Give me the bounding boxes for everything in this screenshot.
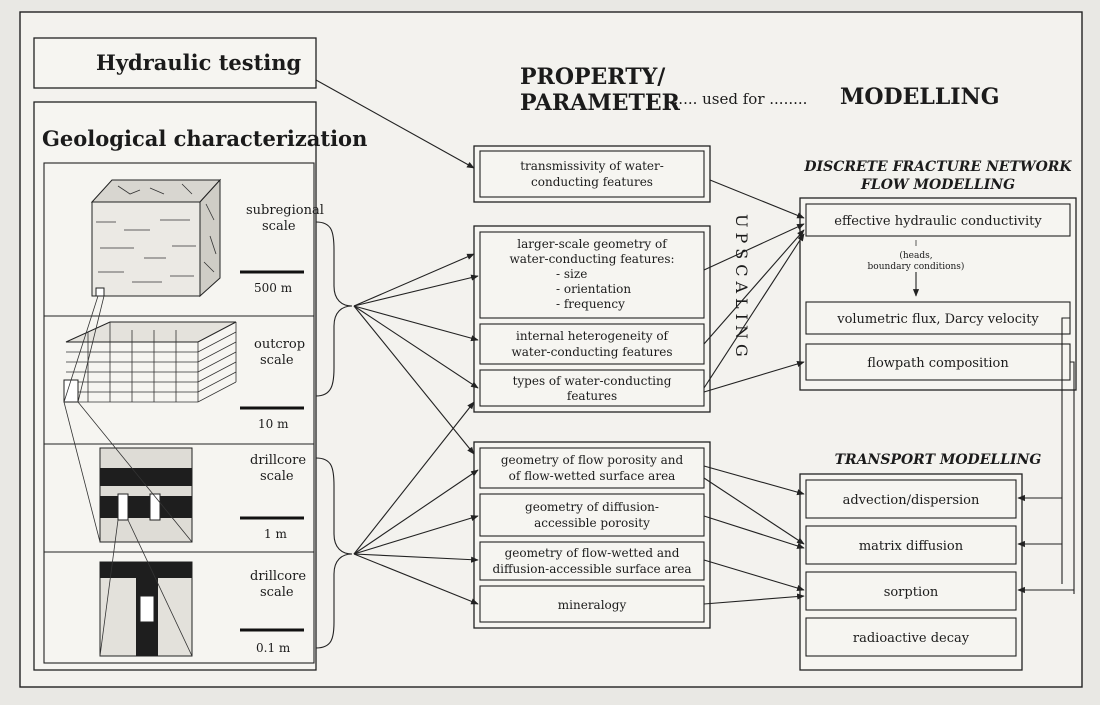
diffusion-porosity-line2: accessible porosity [534,516,650,530]
arrow-types-to-dfn [703,233,805,389]
arrow-transmissivity-to-dfn [709,179,805,219]
radioactive-decay-box [805,617,1017,657]
arrow-brace-to-geometry-2 [353,274,479,307]
transmissivity-line1: transmissivity of water- [520,159,664,173]
arrow-lower-to-mineralogy [353,553,479,605]
diffusion-porosity-box [479,493,705,537]
transmissivity-box [479,150,705,198]
types-box [479,369,705,407]
scale-bar-3-label: 1 m [264,527,287,541]
arrow-diffusion-to-matrix [703,515,805,549]
arrow-brace-to-heterogeneity [353,305,479,342]
arrow-flowporosity-to-advection [703,465,805,496]
flowpath-box [805,343,1071,381]
scale-1-line2: scale [262,219,296,234]
geometry-line2: water-conducting features: [509,252,674,266]
arrow-hydraulic-to-transmissivity [315,79,475,169]
volumetric-flux-box [805,301,1071,335]
volumetric-flux-label: volumetric flux, Darcy velocity [836,312,1039,327]
advection-label: advection/dispersion [843,493,980,508]
arrow-brace-to-types [353,305,479,389]
scale-3-line1: drillcore [250,453,306,468]
brace-lower [315,457,353,649]
zoom-line-2 [63,401,193,543]
feed-line-flux [1061,317,1070,584]
arrow-lower-to-types [353,401,475,555]
drillcore-2-illustration [99,561,193,657]
hydraulic-testing-label: Hydraulic testing [96,50,302,75]
arrow-lower-to-flow-wetted [353,553,479,563]
feed-line-flowpath [1070,361,1075,594]
brace-upper [315,221,353,397]
types-line2: features [567,389,617,403]
diffusion-porosity-line1: geometry of diffusion- [525,500,659,514]
scale-4-line1: drillcore [250,569,306,584]
arrow-lower-to-diffusion [353,515,479,555]
dfn-title-line2: FLOW MODELLING [860,177,1015,193]
sorption-box [805,571,1017,611]
header-property: PROPERTY/ [520,64,666,90]
flow-wetted-box [479,541,705,581]
geometry-size: - size [556,267,587,281]
flow-porosity-line1: geometry of flow porosity and [501,453,684,467]
zoom-line-3 [99,519,193,657]
zoom-line-1 [63,295,105,403]
types-line1: types of water-conducting [513,374,672,388]
flow-wetted-line1: geometry of flow-wetted and [505,546,680,560]
geometry-orientation: - orientation [556,282,631,296]
geometry-line1: larger-scale geometry of [517,237,668,251]
flow-porosity-box [479,447,705,489]
advection-box [805,479,1017,519]
radioactive-decay-label: radioactive decay [853,631,970,646]
flow-wetted-line2: diffusion-accessible surface area [492,562,691,576]
arrow-flowporosity-to-matrix [703,477,805,545]
larger-scale-geometry-box [479,231,705,319]
arrow-brace-to-geometry [353,253,475,307]
arrow-lower-to-flow-porosity [353,469,479,555]
arrow-brace-to-porosity [353,305,475,455]
sorption-label: sorption [884,585,939,600]
matrix-diffusion-box [805,525,1017,565]
outcrop-grid-illustration [63,321,237,403]
arrow-mineralogy-to-sorption [703,593,805,605]
hydraulic-testing-box [33,37,317,89]
scale-2-line2: scale [260,353,294,368]
arrow-geometry-to-dfn [703,223,805,271]
header-used-for: ....... used for ........ [664,90,807,108]
effective-conductivity-box [805,203,1071,237]
matrix-diffusion-label: matrix diffusion [859,539,964,554]
drillcore-1-illustration [99,447,193,543]
header-modelling: MODELLING [840,84,1000,110]
heterogeneity-line2: water-conducting features [511,345,672,359]
geometry-frequency: - frequency [556,297,625,311]
heterogeneity-line1: internal heterogeneity of [516,329,670,343]
arrow-heterogeneity-to-dfn [703,229,805,345]
transport-title: TRANSPORT MODELLING [835,452,1042,468]
dfn-title-line1: DISCRETE FRACTURE NETWORK [803,159,1072,175]
heads-line1: (heads, [899,250,932,261]
connector-arrows [315,79,1075,605]
scale-3-line2: scale [260,469,294,484]
scale-bar-1-label: 500 m [254,281,293,295]
arrow-flowwetted-to-sorption [703,559,805,591]
mineralogy-label: mineralogy [558,598,627,612]
subregional-block-illustration [90,178,222,298]
effective-conductivity-label: effective hydraulic conductivity [834,214,1042,229]
arrow-types-to-flowpath [703,361,805,393]
flow-porosity-line2: of flow-wetted surface area [509,469,676,483]
scale-1-line1: subregional [246,203,324,218]
heads-line2: boundary conditions) [868,261,965,272]
geological-characterization-label: Geological characterization [42,126,367,151]
header-parameter: PARAMETER [520,90,681,116]
scale-bar-4-label: 0.1 m [256,641,291,655]
flowpath-label: flowpath composition [867,356,1009,371]
scale-bar-2-label: 10 m [258,417,289,431]
scale-2-line1: outcrop [254,337,305,352]
scale-4-line2: scale [260,585,294,600]
transmissivity-line2: conducting features [531,175,653,189]
